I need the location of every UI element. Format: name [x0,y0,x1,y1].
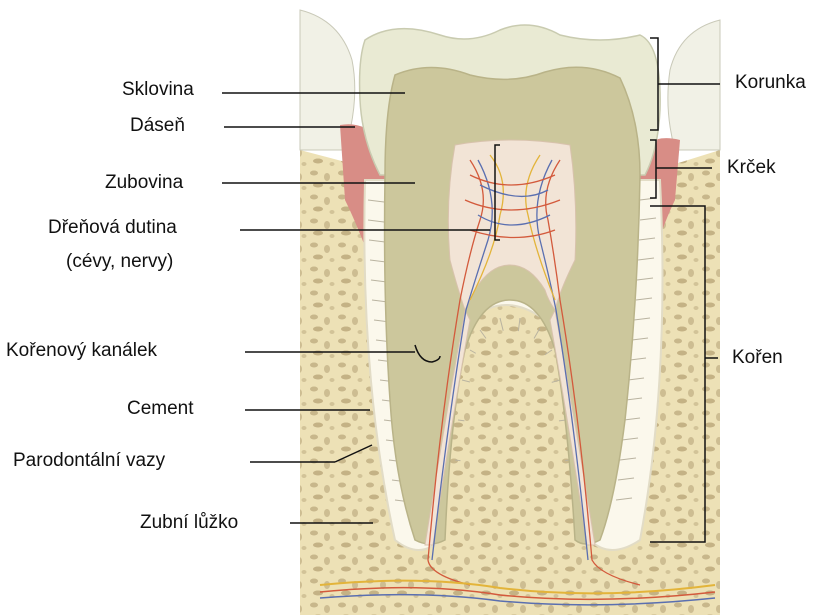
label-korenovy-kanalek: Kořenový kanálek [6,340,157,362]
label-drenova-dutina: Dřeňová dutina [48,217,177,239]
neighbour-tooth-right [668,20,720,150]
label-drenova-dutina-sub: (cévy, nervy) [66,251,173,273]
label-korunka: Korunka [735,72,806,94]
label-koren: Kořen [732,347,783,369]
label-zubovina: Zubovina [105,172,183,194]
label-zubni-luzko: Zubní lůžko [140,512,238,534]
label-sklovina: Sklovina [122,79,194,101]
label-krcek: Krček [727,157,776,179]
label-parodontalni-vazy: Parodontální vazy [13,450,165,472]
label-cement: Cement [127,398,194,420]
label-dasen: Dáseň [130,115,185,137]
